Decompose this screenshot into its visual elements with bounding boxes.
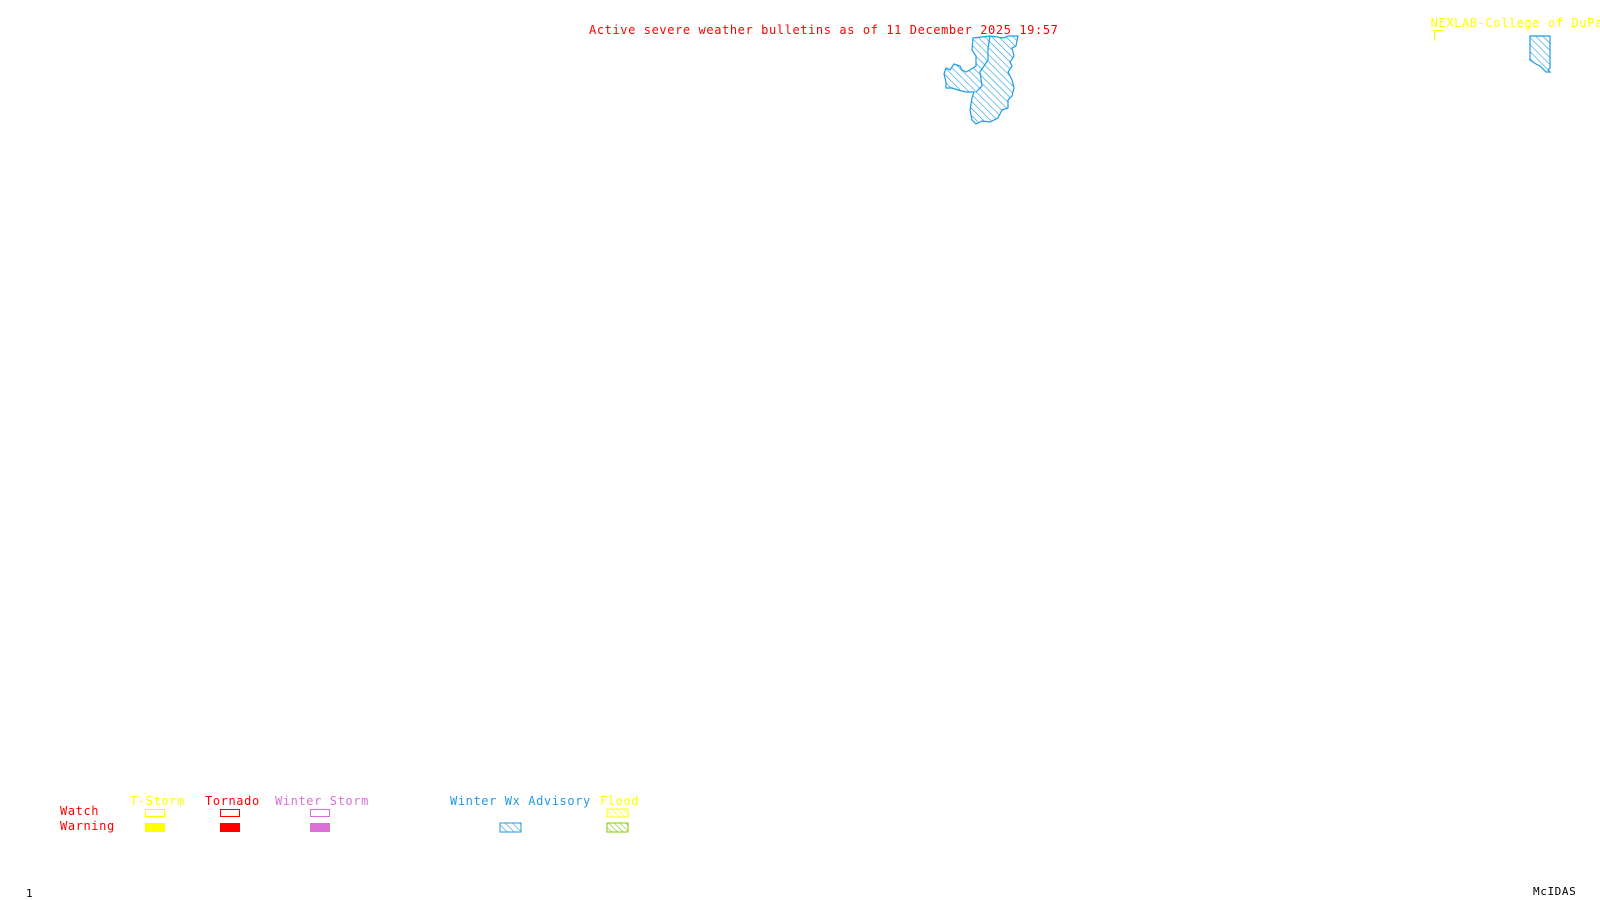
legend-tstorm-warning-box — [145, 823, 165, 832]
nexlab-logo-icon — [1433, 30, 1443, 41]
legend-winter-wx-advisory-warning-box — [499, 822, 522, 833]
legend-tstorm-watch-box — [145, 809, 165, 817]
software-label: McIDAS — [1533, 885, 1577, 898]
legend-tornado-warning-box — [220, 823, 240, 832]
advisory-area-northeast[interactable] — [1529, 35, 1552, 73]
legend-header-flood: Flood — [600, 794, 640, 808]
credit-label: NEXLAB-College of DuPage — [1430, 16, 1600, 30]
legend-winter-storm-warning-box — [310, 823, 330, 832]
legend-winter-storm-watch-box — [310, 809, 330, 817]
legend-flood-warning-box — [606, 822, 629, 833]
legend-header-tornado: Tornado — [205, 794, 260, 808]
legend-row-watch: Watch — [60, 804, 100, 818]
legend-flood-watch-box — [606, 808, 629, 818]
bulletin-title: Active severe weather bulletins as of 11… — [589, 23, 1059, 37]
legend-header-winter-storm: Winter Storm — [275, 794, 369, 808]
frame-number: 1 — [26, 887, 34, 900]
legend-header-winter-wx-advisory: Winter Wx Advisory — [450, 794, 591, 808]
legend-row-warning: Warning — [60, 819, 115, 833]
credit-text: NEXLAB-College of DuPage — [1415, 5, 1600, 42]
legend-tornado-watch-box — [220, 809, 240, 817]
advisory-area-central-border — [975, 35, 991, 93]
legend-header-tstorm: T-Storm — [130, 794, 185, 808]
